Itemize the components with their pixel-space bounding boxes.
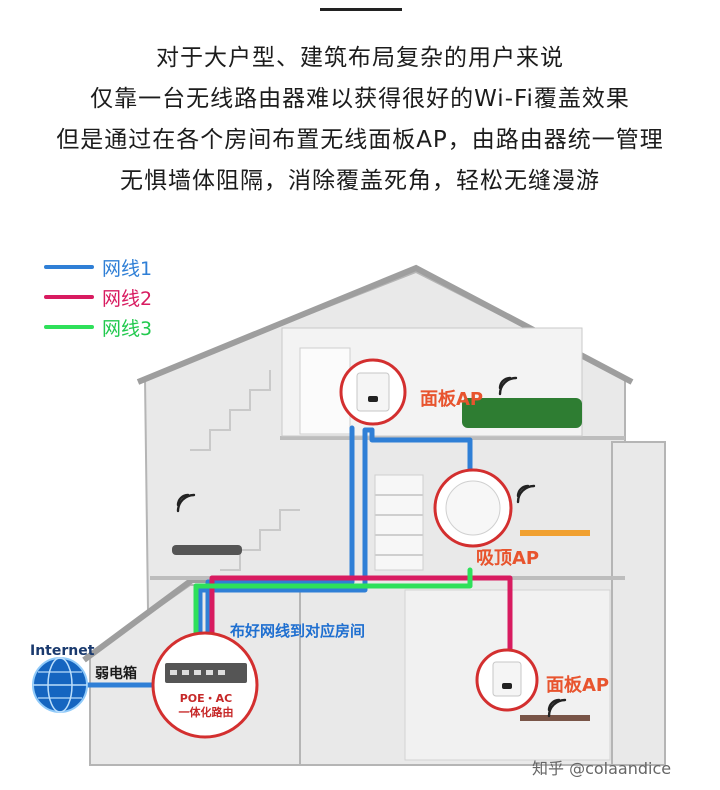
internet-label: Internet (30, 643, 95, 659)
dining-table (520, 715, 590, 721)
panel-ap-bottom-label: 面板AP (546, 675, 610, 696)
cable-1-upper (205, 425, 355, 683)
junction-box-label: 弱电箱 (95, 666, 137, 682)
headline-line-3: 但是通过在各个房间布置无线面板AP，由路由器统一管理 (56, 127, 664, 153)
bookshelf-shelves (375, 494, 423, 556)
headline-line-1: 对于大户型、建筑布局复杂的用户来说 (156, 45, 564, 71)
wifi-icon (498, 376, 518, 396)
panel-ap-bottom (475, 648, 539, 712)
watermark: 知乎 @colaandice (532, 759, 672, 778)
ceiling-ap (433, 468, 513, 548)
legend-label-cable-3: 网线3 (102, 318, 153, 340)
cable-1-path (197, 427, 375, 683)
legend-swatch-cable-3 (44, 325, 94, 329)
wifi-icon (547, 698, 567, 718)
legend-label-cable-1: 网线1 (102, 258, 153, 280)
wifi-icon (176, 493, 196, 513)
panel-ap-top-label: 面板AP (420, 389, 484, 410)
desk (520, 530, 590, 536)
legend-label-cable-2: 网线2 (102, 288, 153, 310)
ceiling-ap-icon (445, 480, 501, 536)
cable-1-branch (369, 427, 473, 478)
top-divider-bar (320, 8, 402, 11)
legend-swatch-cable-1 (44, 265, 94, 269)
headline-line-2: 仅靠一台无线路由器难以获得很好的Wi-Fi覆盖效果 (90, 86, 630, 112)
headline-line-4: 无惧墙体阻隔，消除覆盖死角，轻松无缝漫游 (120, 168, 600, 194)
attic-sofa (462, 398, 582, 428)
globe-icon (32, 657, 88, 713)
router-label-line-2: 一体化路由 (178, 706, 234, 719)
panel-ap-icon (356, 372, 390, 412)
router-ring (151, 631, 259, 739)
panel-ap-top (339, 358, 407, 426)
router-label-line-1: POE・AC (179, 692, 233, 705)
wifi-icon (516, 484, 536, 504)
ceiling-ap-label: 吸顶AP (476, 548, 540, 569)
treadmill (172, 545, 242, 555)
legend-swatch-cable-2 (44, 295, 94, 299)
router-icon (165, 663, 247, 683)
cable-2-path (209, 575, 513, 683)
staircase (190, 370, 300, 571)
house-annex (611, 441, 666, 766)
cable-routing-note: 布好网线到对应房间 (230, 622, 366, 640)
